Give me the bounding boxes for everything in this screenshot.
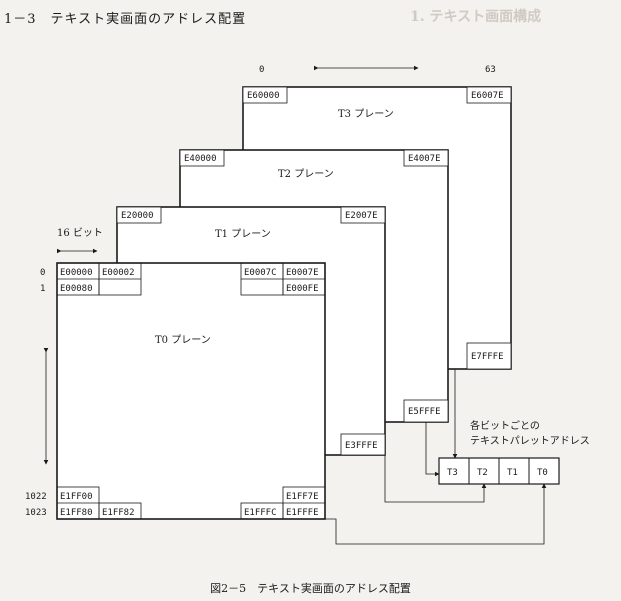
t2-bottom-right-address: E5FFFE — [408, 407, 441, 417]
t0-r1023-cn-address: E1FFFE — [286, 508, 319, 518]
t3-plane-label: T3 プレーン — [338, 108, 394, 120]
palette-bit-t0: T0 — [537, 468, 548, 478]
palette-bit-boxes: T3 T2 T1 T0 — [438, 457, 560, 485]
row-label-0: 0 — [40, 268, 45, 278]
t2-top-right-address: E4007E — [408, 154, 441, 164]
connector-t1 — [384, 455, 487, 503]
t1-plane-label: T1 プレーン — [215, 228, 271, 240]
t1-bottom-right-address: E3FFFE — [345, 441, 378, 451]
t0-r1022-c0-address: E1FF00 — [60, 492, 93, 502]
t1-top-right-address: E2007E — [345, 211, 378, 221]
palette-bit-t3: T3 — [447, 468, 458, 478]
palette-bit-t1: T1 — [507, 468, 518, 478]
column-end-label: 63 — [485, 65, 496, 75]
t0-r0-cn1-address: E0007C — [244, 268, 277, 278]
plane-t0: E00000 E00002 E0007C E0007E E00080 E000F… — [56, 262, 326, 520]
t3-top-left-address: E60000 — [247, 91, 280, 101]
figure-caption: 図2－5 テキスト実画面のアドレス配置 — [210, 582, 411, 595]
t0-r1023-c0-address: E1FF80 — [60, 508, 93, 518]
t2-top-left-address: E40000 — [184, 154, 217, 164]
palette-note-line1: 各ビットごとの — [470, 419, 540, 432]
t1-top-left-address: E20000 — [121, 211, 154, 221]
t0-r0-cn-address: E0007E — [286, 268, 319, 278]
bit-width-label: 16 ビット — [57, 227, 103, 239]
t0-plane-label: T0 プレーン — [155, 334, 211, 346]
t0-r1-c0-address: E00080 — [60, 284, 93, 294]
t2-plane-label: T2 プレーン — [278, 168, 334, 180]
t0-r1022-cn-address: E1FF7E — [286, 492, 319, 502]
t0-r1023-c1-address: E1FF82 — [102, 508, 135, 518]
connector-t2 — [425, 422, 440, 477]
row-label-1023: 1023 — [25, 508, 47, 518]
section-title: 1－3 テキスト実画面のアドレス配置 — [4, 12, 247, 27]
column-start-label: 0 — [259, 65, 264, 75]
t3-bottom-right-address: E7FFFE — [471, 352, 504, 362]
t0-r1023-cn1-address: E1FFFC — [244, 508, 277, 518]
connector-t0 — [325, 483, 547, 545]
t0-r0-c0-address: E00000 — [60, 268, 93, 278]
palette-bit-t2: T2 — [477, 468, 488, 478]
palette-note-line2: テキストパレットアドレス — [470, 435, 590, 447]
t0-r0-c1-address: E00002 — [102, 268, 135, 278]
t0-r1-cn-address: E000FE — [286, 284, 319, 294]
t3-top-right-address: E6007E — [471, 91, 504, 101]
row-label-1: 1 — [40, 284, 45, 294]
row-label-1022: 1022 — [25, 492, 47, 502]
bleed-through-title: 1. テキスト画面構成 — [410, 9, 542, 25]
